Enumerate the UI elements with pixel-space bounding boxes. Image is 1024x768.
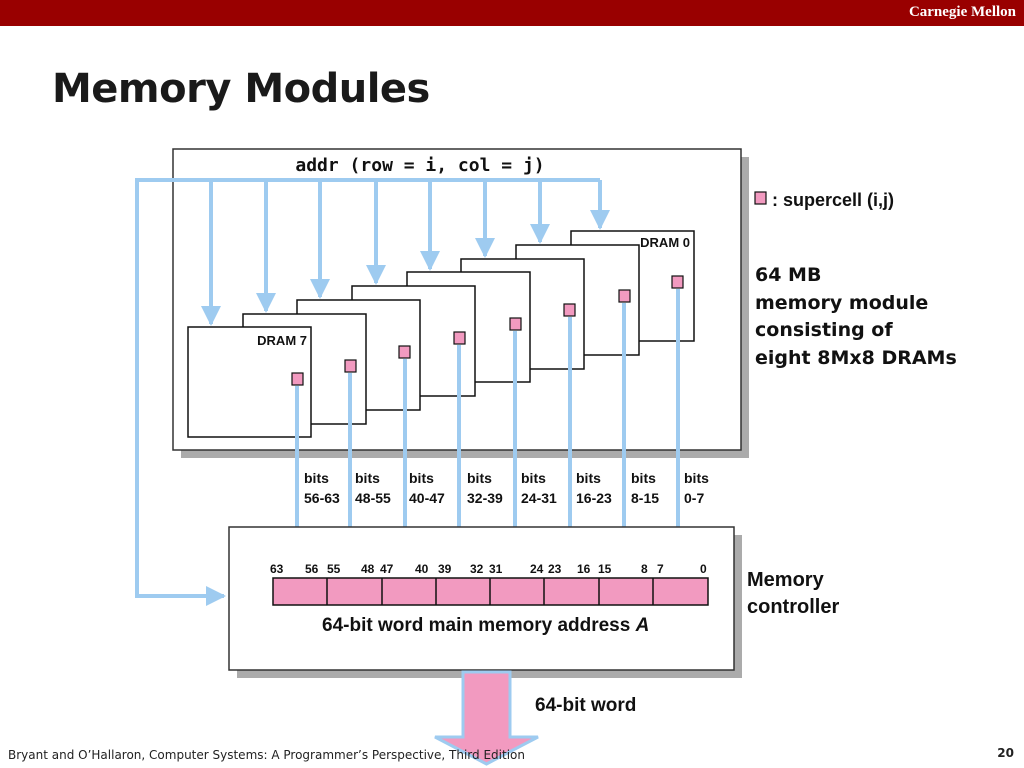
bit-position: 55 [327,562,341,576]
dram-7-label: DRAM 7 [257,333,307,348]
bit-position: 63 [270,562,284,576]
bit-position: 15 [598,562,612,576]
bit-group-range: 48-55 [355,490,391,506]
bit-group-range: 16-23 [576,490,612,506]
supercell [453,331,466,345]
footer-citation: Bryant and O’Hallaron, Computer Systems:… [8,748,525,762]
supercell [563,303,576,317]
module-description: 64 MB memory module consisting of eight … [755,262,957,372]
module-description-line: 64 MB [755,264,822,286]
module-description-line: memory module [755,291,929,314]
supercell [398,345,411,359]
supercell [291,372,304,386]
bit-position: 23 [548,562,562,576]
supercell [509,317,522,331]
controller-label-line: Memory [747,569,824,591]
bit-group-word: bits [355,470,380,486]
bit-position: 16 [577,562,591,576]
module-description-line: consisting of [755,319,893,341]
word-register [272,577,709,606]
bit-group-word: bits [684,470,709,486]
bit-group-word: bits [304,470,329,486]
bit-group-range: 40-47 [409,490,445,506]
bit-position: 31 [489,562,503,576]
bit-position: 0 [700,562,707,576]
output-word-label: 64-bit word [535,695,636,716]
bit-position: 8 [641,562,648,576]
bit-position: 39 [438,562,452,576]
data-lines [287,289,688,555]
brand-label: Carnegie Mellon [908,4,1016,20]
addr-label: addr (row = i, col = j) [295,155,544,176]
bit-group-word: bits [521,470,546,486]
address-bus-to-controller [135,178,226,606]
bit-position: 47 [380,562,394,576]
bit-group-word: bits [631,470,656,486]
bit-group-range: 56-63 [304,490,340,506]
output-arrow [434,670,539,766]
bit-position: 56 [305,562,319,576]
page-number: 20 [997,746,1014,760]
slide-title: Memory Modules [52,66,430,112]
bit-position: 40 [415,562,429,576]
word-label: 64-bit word main memory address A [322,615,649,636]
bit-position: 24 [530,562,544,576]
bit-group-word: bits [409,470,434,486]
bit-position: 48 [361,562,375,576]
bit-group-labels: bits 56-63 bits 48-55 bits 40-47 bits 32… [304,470,709,506]
bit-group-range: 0-7 [684,490,704,506]
bit-group-word: bits [576,470,601,486]
bit-group-range: 8-15 [631,490,659,506]
dram-chip [187,326,312,438]
supercell [618,289,631,303]
controller-label: Memory controller [747,567,839,621]
dram-0-label: DRAM 0 [640,235,690,250]
supercell [671,275,684,289]
module-description-line: eight 8Mx8 DRAMs [755,346,957,369]
header-bar: Carnegie Mellon [0,0,1024,26]
address-bus [135,178,610,606]
supercells [291,275,684,386]
bit-group-range: 24-31 [521,490,557,506]
bit-position: 32 [470,562,484,576]
bit-position-labels: 63 56 55 48 47 40 39 32 31 24 23 16 15 8… [270,562,707,576]
supercell-legend-icon [754,191,767,205]
bit-group-range: 32-39 [467,490,503,506]
bit-position: 7 [657,562,664,576]
supercell [344,359,357,373]
supercell-legend-label: : supercell (i,j) [772,190,894,210]
bit-group-word: bits [467,470,492,486]
controller-label-line: controller [747,596,840,618]
